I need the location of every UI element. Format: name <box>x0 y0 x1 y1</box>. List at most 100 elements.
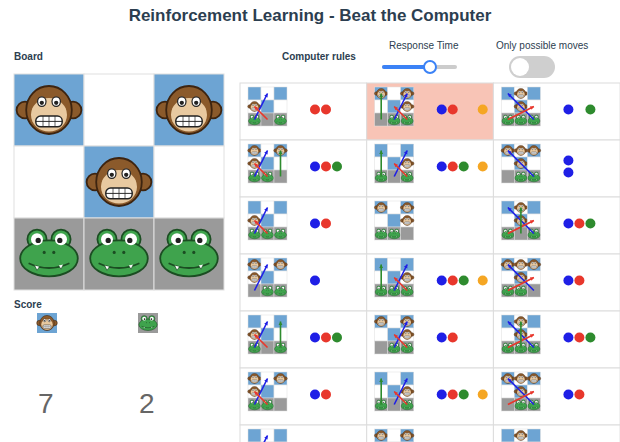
monkey-icon <box>514 260 528 270</box>
monkey-icon <box>400 89 414 99</box>
rule-weight-dot <box>585 333 595 343</box>
monkey-icon <box>527 260 541 270</box>
rule-weight-dot <box>310 276 320 286</box>
rule-weight-dot <box>321 105 331 115</box>
rule-weight-dot <box>437 162 447 172</box>
rule-weight-dot <box>448 390 458 400</box>
crocodile-icon <box>502 343 514 353</box>
crocodile-icon <box>249 229 261 239</box>
crocodile-icon <box>388 115 400 125</box>
rule-weight-dot <box>478 276 488 286</box>
crocodile-icon <box>275 229 287 239</box>
crocodile-icon <box>139 316 157 331</box>
crocodile-icon <box>401 115 413 125</box>
rule-weight-dot <box>574 276 584 286</box>
rule-cell <box>240 197 367 254</box>
rule-weight-dot <box>437 276 447 286</box>
crocodile-icon <box>528 343 540 353</box>
crocodile-icon <box>528 172 540 182</box>
crocodile-icon <box>515 172 527 182</box>
section-label: Score <box>14 299 42 310</box>
rule-weight-dot <box>321 219 331 229</box>
rule-weight-dot <box>437 390 447 400</box>
monkey-icon <box>400 216 414 226</box>
monkey-icon <box>248 146 262 156</box>
rule-weight-dot <box>310 219 320 229</box>
crocodile-icon <box>401 343 413 353</box>
crocodile-icon <box>401 172 413 182</box>
rule-cell <box>240 83 367 140</box>
rule-weight-dot <box>585 105 595 115</box>
crocodile-icon <box>401 400 413 410</box>
rule-cell <box>493 254 620 311</box>
board-cell <box>14 146 84 218</box>
monkey-icon <box>374 317 388 327</box>
rule-cell <box>493 197 620 254</box>
rule-cell <box>367 425 494 442</box>
crocodile-icon <box>388 229 400 239</box>
rule-cell <box>493 311 620 368</box>
control-label: Only possible moves <box>496 40 588 51</box>
crocodile-icon <box>262 286 274 296</box>
rule-weight-dot <box>574 390 584 400</box>
monkey-icon <box>514 203 528 213</box>
rule-cell <box>240 254 367 311</box>
rule-weight-dot <box>310 105 320 115</box>
monkey-icon <box>400 431 414 441</box>
monkey-icon <box>514 317 528 327</box>
crocodile-icon <box>515 286 527 296</box>
rule-weight-dot <box>310 333 320 343</box>
rules-grid <box>240 83 620 442</box>
monkey-icon <box>514 374 528 384</box>
board-cell <box>154 74 224 146</box>
control-label: Response Time <box>389 40 458 51</box>
crocodile-icon <box>388 343 400 353</box>
monkey-icon <box>374 203 388 213</box>
rule-weight-dot <box>563 333 573 343</box>
rule-weight-dot <box>478 390 488 400</box>
rule-weight-dot <box>459 390 469 400</box>
board-cell <box>84 74 154 146</box>
rule-weight-dot <box>563 276 573 286</box>
rule-weight-dot <box>459 162 469 172</box>
rule-cell <box>367 368 494 425</box>
rule-weight-dot <box>478 105 488 115</box>
monkey-icon <box>157 86 222 134</box>
rule-weight-dot <box>332 333 342 343</box>
board-cell <box>154 218 224 290</box>
board-cell <box>14 74 84 146</box>
crocodile-icon <box>262 400 274 410</box>
monkey-icon <box>274 146 288 156</box>
rule-weight-dot <box>332 162 342 172</box>
monkey-icon <box>274 374 288 384</box>
monkey-icon <box>248 260 262 270</box>
page-title: Reinforcement Learning - Beat the Comput… <box>0 6 620 26</box>
controls <box>384 56 555 78</box>
rule-cell <box>493 83 620 140</box>
crocodile-icon <box>502 229 514 239</box>
rule-cell <box>493 368 620 425</box>
rule-weight-dot <box>437 333 447 343</box>
crocodile-icon <box>275 115 287 125</box>
rule-weight-dot <box>448 162 458 172</box>
rule-weight-dot <box>437 105 447 115</box>
monkey-icon <box>527 146 541 156</box>
game-board <box>14 74 224 290</box>
rule-cell <box>493 140 620 197</box>
monkey-icon <box>37 315 58 330</box>
monkey-icon <box>87 158 152 206</box>
monkey-icon <box>274 260 288 270</box>
section-label: Computer rules <box>282 51 356 62</box>
rule-weight-dot <box>459 276 469 286</box>
crocodile-icon <box>528 400 540 410</box>
rule-weight-dot <box>448 333 458 343</box>
crocodile-icon <box>502 115 514 125</box>
rule-cell <box>367 83 494 140</box>
rule-cell <box>367 140 494 197</box>
rule-weight-dot <box>310 162 320 172</box>
crocodile-icon <box>262 172 274 182</box>
board-cell <box>14 218 84 290</box>
rule-weight-dot <box>563 219 573 229</box>
rule-weight-dot <box>574 219 584 229</box>
monkey-icon <box>248 374 262 384</box>
